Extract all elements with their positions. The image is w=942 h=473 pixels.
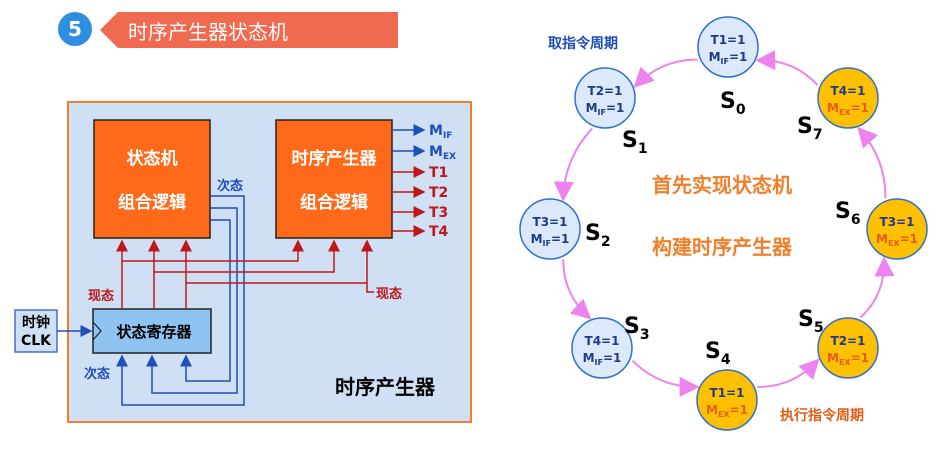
panel-background xyxy=(67,101,472,423)
fsm-block-line1: 状态机 xyxy=(127,148,178,169)
transition-arrow-4-to-5 xyxy=(757,358,820,388)
transition-arrow-2-to-3 xyxy=(562,259,592,320)
state-name-s5: S5 xyxy=(798,307,824,336)
state-name-s3: S3 xyxy=(624,314,650,343)
output-t2: T2 xyxy=(429,185,448,201)
state-register-block: 状态寄存器 xyxy=(92,308,212,354)
output-mex: MEX xyxy=(429,144,456,162)
transition-arrow-6-to-7 xyxy=(857,126,887,199)
state-timing-value: T1=1 xyxy=(710,386,745,400)
clock-label-cn: 时钟 xyxy=(22,314,50,331)
state-name-s2: S2 xyxy=(585,221,611,250)
center-text-line2: 构建时序产生器 xyxy=(652,235,793,259)
current-state-lines xyxy=(116,239,374,309)
output-t4: T4 xyxy=(429,224,449,240)
state-name-s6: S6 xyxy=(835,199,861,228)
next-state-feedback-lines xyxy=(116,195,245,406)
slide-title: 时序产生器状态机 xyxy=(100,12,398,48)
exec-cycle-label: 执行指令周期 xyxy=(780,407,864,424)
state-cycle-value: MIF=1 xyxy=(583,351,622,367)
state-timing-value: T4=1 xyxy=(585,334,620,348)
state-name-s0: S0 xyxy=(720,89,746,118)
transition-arrow-3-to-4 xyxy=(631,359,700,397)
next-state-label-bottom: 次态 xyxy=(84,366,110,382)
state-cycle-value: MEX=1 xyxy=(827,351,869,367)
transition-arrow-0-to-1 xyxy=(633,58,698,88)
state-name-s1: S1 xyxy=(622,128,648,157)
state-timing-value: T2=1 xyxy=(831,334,866,348)
panel-caption: 时序产生器 xyxy=(335,375,436,399)
transition-arrow-5-to-6 xyxy=(859,256,895,319)
state-cycle-value: MIF=1 xyxy=(709,50,748,66)
current-state-label-left: 现态 xyxy=(88,288,114,304)
output-t3: T3 xyxy=(429,205,448,221)
clock-label-en: CLK xyxy=(21,333,52,349)
clock-input: 时钟 CLK xyxy=(14,309,93,353)
state-timing-value: T2=1 xyxy=(588,84,623,98)
timing-logic-block: 时序产生器 组合逻辑 xyxy=(275,119,393,239)
center-text-line1: 首先实现状态机 xyxy=(652,173,792,197)
timing-block-line1: 时序产生器 xyxy=(292,148,378,169)
section-number-badge: 5 xyxy=(58,12,92,46)
timing-generator-panel: 状态机 组合逻辑 时序产生器 组合逻辑 状态寄存器 时钟 CLK 次态 xyxy=(14,101,472,423)
fetch-cycle-label: 取指令周期 xyxy=(548,35,618,52)
state-register-label: 状态寄存器 xyxy=(116,323,192,341)
output-mif: MIF xyxy=(429,123,452,141)
state-timing-value: T3=1 xyxy=(533,215,568,229)
fsm-logic-block: 状态机 组合逻辑 xyxy=(93,119,211,239)
state-cycle-value: MIF=1 xyxy=(586,101,625,117)
state-timing-value: T3=1 xyxy=(880,215,915,229)
state-cycle-value: MEX=1 xyxy=(706,403,748,419)
state-name-s7: S7 xyxy=(797,114,823,143)
transition-arrow-7-to-0 xyxy=(755,50,819,86)
output-t1: T1 xyxy=(429,165,448,181)
state-cycle-value: MEX=1 xyxy=(876,232,918,248)
fsm-block-line2: 组合逻辑 xyxy=(118,192,186,213)
state-machine-diagram: 取指令周期 执行指令周期 首先实现状态机 构建时序产生器 T1=1MIF=1S0… xyxy=(519,16,928,431)
state-name-s4: S4 xyxy=(705,339,731,368)
state-cycle-value: MIF=1 xyxy=(531,232,570,248)
state-cycle-value: MEX=1 xyxy=(827,101,869,117)
state-timing-value: T1=1 xyxy=(711,33,746,47)
state-transitions xyxy=(553,50,895,397)
state-timing-value: T4=1 xyxy=(831,84,866,98)
timing-block-line2: 组合逻辑 xyxy=(300,192,368,213)
next-state-label-top: 次态 xyxy=(217,178,243,194)
current-state-label-right: 现态 xyxy=(376,286,402,302)
transition-arrow-1-to-2 xyxy=(553,127,593,202)
timing-outputs: MIF MEX T1 T2 T3 T4 xyxy=(392,123,456,240)
